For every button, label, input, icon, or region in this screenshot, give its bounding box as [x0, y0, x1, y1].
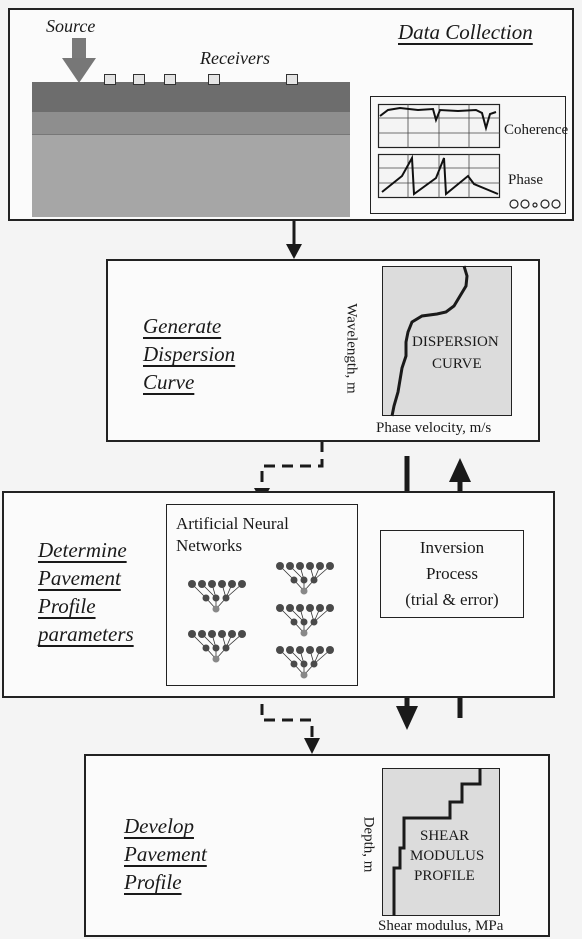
phase-velocity-axis-label: Phase velocity, m/s: [376, 420, 492, 436]
receiver: [286, 74, 298, 85]
ann-box: [166, 504, 358, 686]
phase-label: Phase: [508, 172, 543, 188]
arrow-ann-to-develop: [260, 686, 314, 740]
source-arrow-icon: [62, 38, 96, 83]
shear-modulus-step-line: [392, 768, 482, 916]
receiver: [164, 74, 176, 85]
dispersion-curve-line: [390, 265, 469, 417]
base-layer: [32, 112, 350, 134]
receiver: [133, 74, 145, 85]
neural-network-icon: [276, 562, 334, 595]
neural-network-icon: [188, 630, 246, 663]
shear-chart-label-2: MODULUS: [410, 848, 485, 864]
ann-title-line-2: Networks: [176, 536, 243, 555]
dispersion-chart-label-2: CURVE: [432, 356, 482, 372]
ann-title-line-1: Artificial Neural: [176, 514, 289, 533]
inversion-process-box: [380, 530, 524, 618]
receiver: [104, 74, 116, 85]
coherence-plot: [377, 103, 501, 149]
shear-modulus-chart: [382, 768, 500, 916]
stage-title-line: Curve: [143, 370, 195, 394]
neural-network-icon: [276, 646, 334, 679]
inversion-label-3: (trial & error): [405, 590, 499, 609]
stage-title-line: Pavement: [124, 842, 207, 866]
source-label: Source: [46, 16, 96, 36]
depth-axis-label: Depth, m: [360, 816, 377, 873]
shear-chart-label-1: SHEAR: [420, 828, 470, 844]
stage-title-line: parameters: [38, 622, 134, 646]
arrow-dispersion-to-ann: [260, 441, 324, 490]
stage-title-line: Determine: [38, 538, 127, 562]
pavement-surface-layer: [32, 82, 350, 112]
receivers-label: Receivers: [200, 48, 270, 68]
wavelength-axis-label: Wavelength, m: [343, 303, 360, 394]
stage-title-line: Develop: [124, 814, 194, 838]
stage-title-line: Pavement: [38, 566, 121, 590]
dispersion-chart: [382, 266, 512, 416]
neural-network-icon: [276, 604, 334, 637]
subgrade-layer: [32, 134, 350, 217]
ground-cross-section: [32, 82, 350, 217]
stage-title-line: Profile: [124, 870, 182, 894]
neural-network-icon: [188, 580, 246, 613]
phase-plot: [377, 153, 501, 199]
receiver: [208, 74, 220, 85]
stage-title-line: Profile: [38, 594, 96, 618]
stage-title-line: Generate: [143, 314, 222, 338]
shear-modulus-axis-label: Shear modulus, MPa: [378, 918, 504, 934]
device-knobs-icon: [509, 199, 561, 209]
develop-profile-stage-title: Develop Pavement Profile: [124, 812, 207, 896]
stage-title-line: Dispersion: [143, 342, 236, 366]
data-collection-title: Data Collection: [398, 20, 533, 44]
dispersion-stage-title: Generate Dispersion Curve: [143, 312, 235, 396]
shear-chart-label-3: PROFILE: [414, 868, 475, 884]
profile-parameters-stage-title: Determine Pavement Profile parameters: [38, 536, 134, 648]
inversion-label-2: Process: [426, 564, 478, 583]
dispersion-chart-label-1: DISPERSION: [412, 334, 499, 350]
inversion-label-1: Inversion: [419, 538, 485, 557]
coherence-label: Coherence: [504, 122, 569, 138]
